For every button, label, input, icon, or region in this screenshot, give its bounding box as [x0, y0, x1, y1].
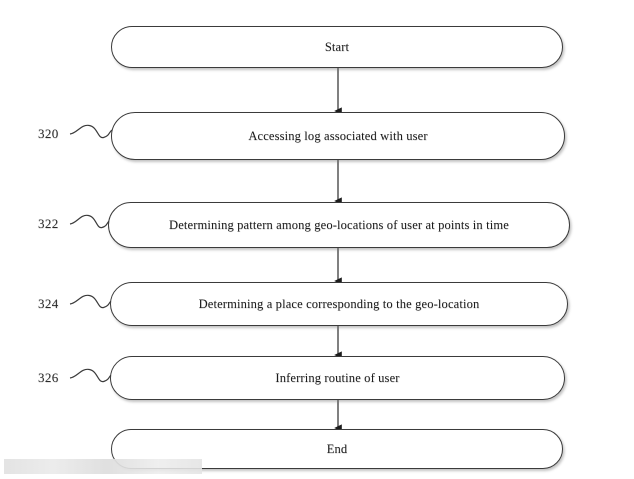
flow-node-label: End: [326, 441, 348, 456]
flow-node-step-324: Determining a place corresponding to the…: [110, 282, 568, 326]
flow-node-step-320: Accessing log associated with user: [111, 112, 565, 160]
flow-node-step-326: Inferring routine of user: [110, 356, 565, 400]
flow-node-label: Determining a place corresponding to the…: [198, 296, 480, 311]
flow-node-label: Accessing log associated with user: [248, 128, 428, 143]
flow-node-label: Determining pattern among geo-locations …: [169, 217, 509, 232]
flow-node-label: Start: [324, 39, 350, 54]
leader-line-322: [69, 214, 111, 229]
reference-number-324: 324: [38, 296, 59, 311]
flow-node-label: Inferring routine of user: [275, 370, 400, 385]
leader-line-324: [69, 294, 113, 309]
flow-node-start: Start: [111, 26, 563, 68]
watermark-bar: [4, 459, 202, 474]
reference-number-326: 326: [38, 370, 59, 385]
leader-line-320: [69, 124, 113, 139]
reference-number-322: 322: [38, 216, 59, 231]
leader-line-group: [69, 124, 113, 383]
reference-number-320: 320: [38, 126, 59, 141]
leader-line-326: [69, 368, 113, 383]
flow-node-step-322: Determining pattern among geo-locations …: [108, 202, 570, 248]
